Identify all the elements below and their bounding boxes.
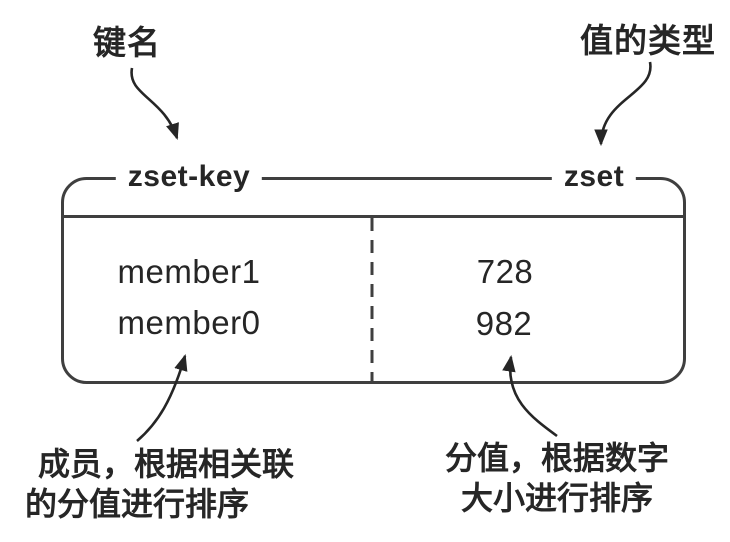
- member-note-line2: 的分值进行排序: [25, 486, 250, 522]
- score-cell: 728: [476, 253, 534, 290]
- score-note: 分值，根据数字 大小进行排序: [445, 438, 669, 518]
- key-name-annotation: 键名: [93, 24, 161, 61]
- member-note-line1: 成员，根据相关联: [38, 446, 295, 482]
- value-type-annotation: 值的类型: [580, 22, 716, 59]
- score-note-line2: 大小进行排序: [460, 480, 654, 516]
- member-cell: member1: [117, 253, 261, 290]
- member-note: 成员，根据相关联 的分值进行排序: [25, 444, 294, 524]
- zset-type-label: zset: [551, 160, 637, 194]
- member-note-arrow: [136, 354, 188, 442]
- key-name-arrow: [130, 67, 179, 140]
- member-cell: member0: [117, 304, 261, 341]
- zset-box-outline: [61, 177, 686, 384]
- score-note-line1: 分值，根据数字: [444, 440, 670, 476]
- score-note-arrow: [502, 354, 558, 438]
- value-type-arrow: [594, 61, 652, 147]
- score-cell: 982: [475, 305, 533, 342]
- zset-key-label: zset-key: [115, 160, 263, 194]
